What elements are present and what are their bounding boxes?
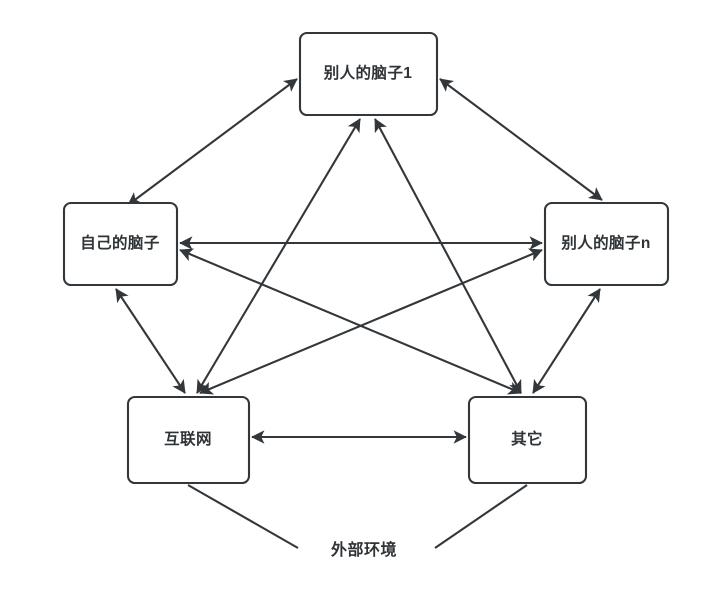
edge-own-brain-other-brain-1 (127, 78, 298, 206)
line-internet-to-environment (187, 484, 299, 549)
node-internet[interactable]: 互联网 (126, 395, 251, 485)
node-box-other-brain-1[interactable] (298, 31, 439, 117)
node-label-other-brain-n: 别人的脑子n (560, 233, 650, 252)
edge-own-brain-other (179, 248, 522, 395)
node-label-other: 其它 (511, 429, 543, 448)
edge-internet-other-brain-1 (196, 118, 361, 394)
line-other-to-environment (434, 484, 528, 549)
edge-other-brain-n-other (532, 288, 601, 394)
node-box-other-brain-n[interactable] (543, 201, 670, 287)
node-box-other[interactable] (467, 395, 588, 485)
edge-other-brain-n-internet (199, 248, 543, 395)
environment-lines-layer (187, 484, 528, 549)
environment-label: 外部环境 (330, 540, 397, 559)
node-box-internet[interactable] (126, 395, 251, 485)
edge-own-brain-internet (115, 288, 186, 394)
node-label-internet: 互联网 (164, 430, 212, 448)
edge-other-other-brain-1 (374, 118, 522, 394)
node-label-own-brain: 自己的脑子 (80, 233, 160, 252)
edges-layer (115, 78, 603, 444)
node-other-brain-1[interactable]: 别人的脑子1 (298, 31, 439, 117)
node-other[interactable]: 其它 (467, 395, 588, 485)
node-label-other-brain-1: 别人的脑子1 (323, 63, 413, 82)
node-box-own-brain[interactable] (62, 201, 179, 287)
node-own-brain[interactable]: 自己的脑子 (62, 201, 179, 287)
nodes-layer: 别人的脑子1 自己的脑子 别人的脑子n 互联网 其它 (62, 31, 670, 485)
edge-other-brain-1-other-brain-n (439, 78, 603, 201)
node-other-brain-n[interactable]: 别人的脑子n (543, 201, 670, 287)
